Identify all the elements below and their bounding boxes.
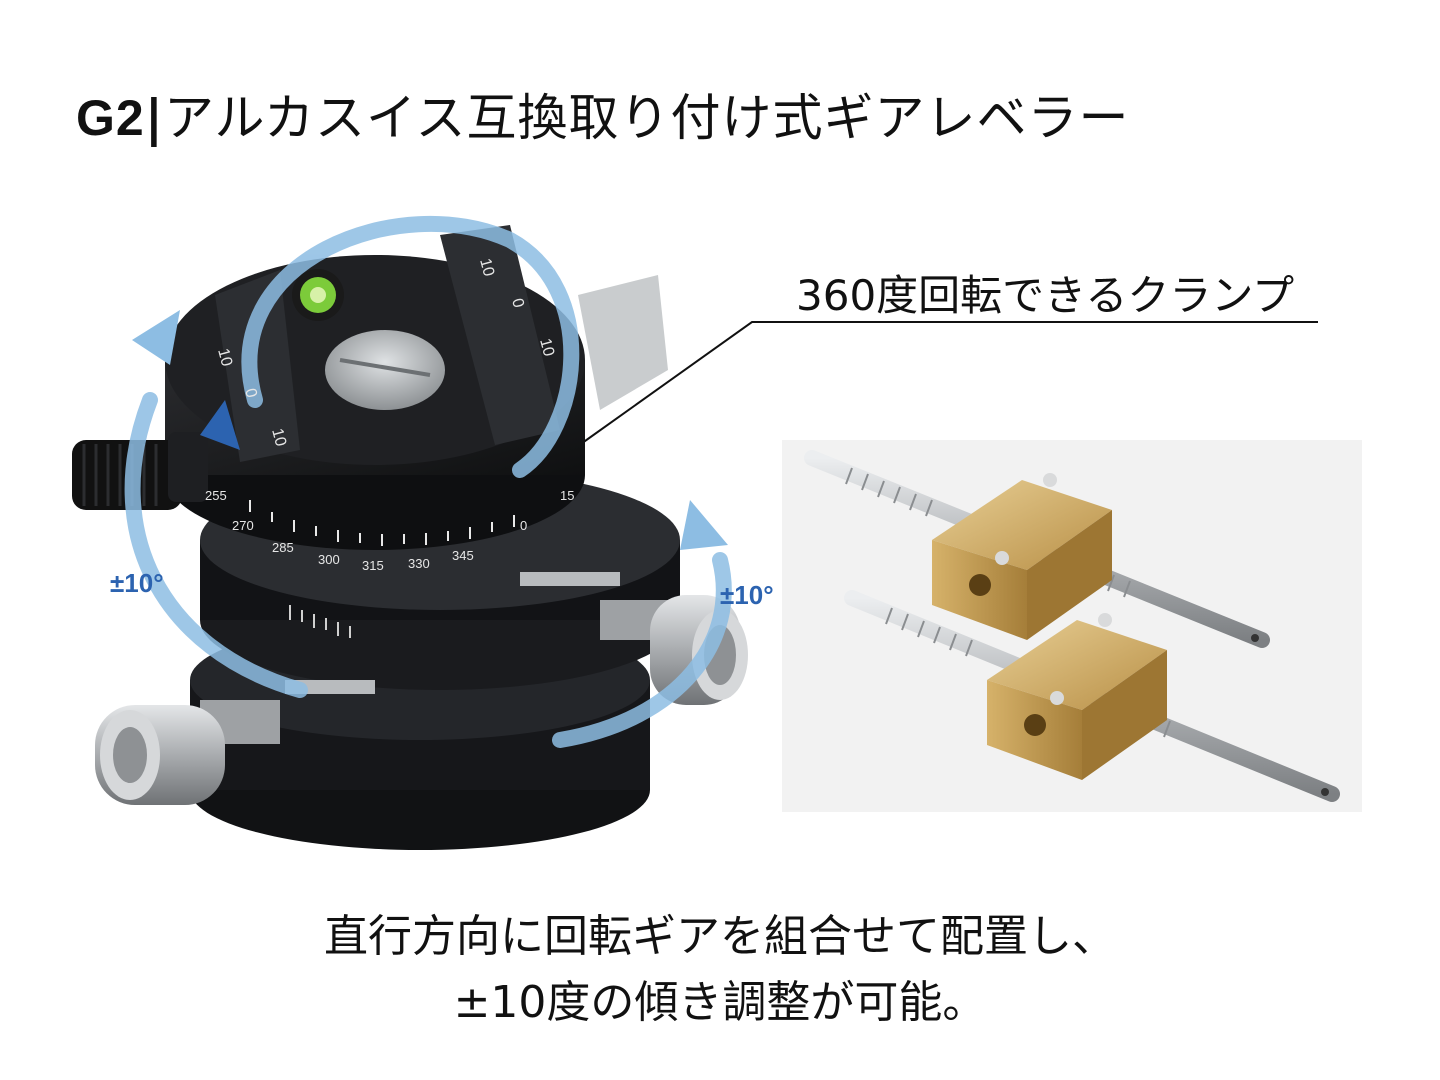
clamp-scale-label: 0 [241,387,260,400]
title-text: アルカスイス互換取り付け式ギアレベラー [163,89,1130,147]
caption-line-2: ±10度の傾き調整が可能。 [453,977,987,1028]
tilt-angle-label-right: ±10° [720,580,774,610]
clamp-scale-label: 0 [508,297,527,310]
clamp-scale-label: 10 [476,257,497,279]
panorama-scale-label: 330 [408,556,430,571]
clamp-callout-label: 360度回転できるクランプ [796,271,1295,320]
panorama-scale-label: 270 [232,518,254,533]
title-separator: | [144,89,164,147]
clamp-scale-label: 10 [536,337,557,359]
tilt-angle-label-left: ±10° [110,568,164,598]
gear-leveler-photo: 10 0 10 10 0 10 255 270 285 300 315 330 345 0 15 [72,215,748,850]
panorama-scale-label: 285 [272,540,294,555]
page-title: G2|アルカスイス互換取り付け式ギアレベラー [76,78,1129,150]
panorama-scale-label: 0 [520,518,527,533]
panorama-scale-label: 345 [452,548,474,563]
clamp-scale-label: 10 [214,347,235,369]
panorama-scale-label: 300 [318,552,340,567]
panorama-scale-label: 15 [560,488,574,503]
panorama-scale-label: 315 [362,558,384,573]
gear-screw-detail-photo [782,440,1362,812]
clamp-scale-label: 10 [268,427,289,449]
panorama-scale-label: 255 [205,488,227,503]
model-name: G2 [76,90,145,146]
caption-line-1: 直行方向に回転ギアを組合せて配置し、 [324,911,1116,962]
